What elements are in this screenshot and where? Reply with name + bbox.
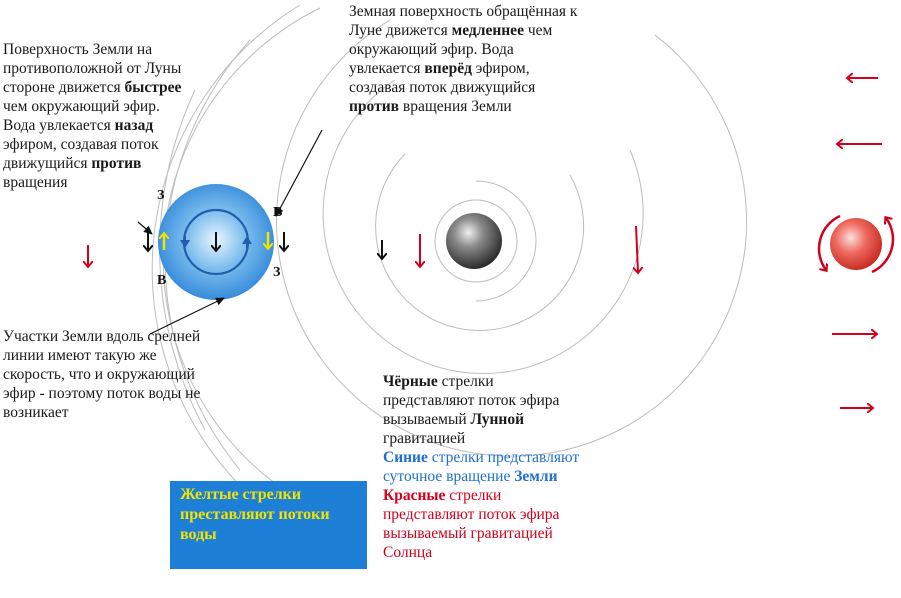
label-east-top-right: В	[273, 205, 283, 220]
yellow-arrows-legend-box: Желтые стрелки преставляют потоки воды	[170, 481, 367, 569]
pointer-top-note	[275, 129, 323, 217]
note-middle-line: Участки Земли вдоль срелней линии имеют …	[3, 328, 201, 421]
pointer-mid-note	[149, 297, 225, 335]
label-west-top-left: З	[157, 188, 165, 203]
label-west-bottom-right: З	[273, 265, 281, 280]
moon	[446, 213, 502, 269]
legend: Чёрные стрелки представляют поток эфира …	[383, 372, 583, 562]
legend-red: Красные стрелки представляют поток эфира…	[383, 487, 560, 561]
label-east-bottom-left: В	[157, 273, 167, 288]
ether-circle-9	[159, 89, 206, 431]
pointer-left-note	[137, 221, 153, 235]
ether-circle-3	[375, 153, 585, 331]
legend-black: Чёрные стрелки представляют поток эфира …	[383, 373, 560, 447]
ether-circle-5	[276, 19, 748, 457]
note-near-side: Земная поверхность обращённая к Луне дви…	[349, 3, 578, 115]
red-arrow-right-orbit	[636, 225, 638, 272]
note-far-side: Поверхность Земли на противоположной от …	[3, 41, 182, 191]
sun	[830, 218, 882, 270]
legend-blue: Синие стрелки представляют суточное вращ…	[383, 449, 580, 485]
ether-circle-2	[475, 180, 537, 302]
ether-circle-1	[434, 199, 518, 283]
ether-circle-4	[322, 79, 644, 375]
sun-rotation-arrows	[817, 214, 895, 274]
ether-circles	[151, 4, 748, 521]
